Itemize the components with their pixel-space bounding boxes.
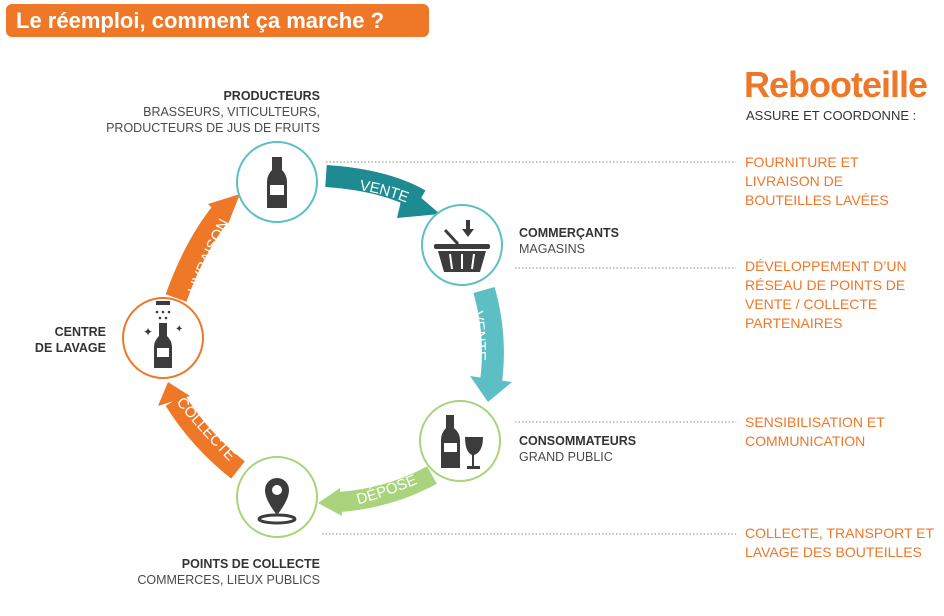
label-centre-lavage: CENTRE DE LAVAGE <box>20 324 106 356</box>
producteurs-title: PRODUCTEURS <box>223 89 320 103</box>
service-item: COLLECTE, TRANSPORT ET LAVAGE DES BOUTEI… <box>745 524 944 562</box>
consommateurs-subtitle: GRAND PUBLIC <box>519 450 613 464</box>
service-item: DÉVELOPPEMENT D’UN RÉSEAU DE POINTS DE V… <box>745 257 944 333</box>
arrow-vente-1: VENTE <box>325 165 440 218</box>
service-item: FOURNITURE ET LIVRAISON DE BOUTEILLES LA… <box>745 153 944 210</box>
producteurs-subtitle-2: PRODUCTEURS DE JUS DE FRUITS <box>106 121 320 135</box>
arrow-label-vente-2: VENTE <box>469 310 489 361</box>
basket-icon <box>434 220 490 272</box>
node-consommateurs <box>419 400 501 482</box>
bottle-glass-icon <box>441 415 483 469</box>
commercants-subtitle: MAGASINS <box>519 242 585 256</box>
points-collecte-title: POINTS DE COLLECTE <box>181 557 320 571</box>
map-pin-icon <box>257 478 297 525</box>
brand-tagline: ASSURE ET COORDONNE : <box>746 108 917 123</box>
washing-bottle-icon: ✦ ✦ <box>143 301 183 368</box>
label-consommateurs: CONSOMMATEURS GRAND PUBLIC <box>519 433 636 465</box>
arrow-vente-2: VENTE <box>469 286 512 402</box>
label-points-collecte: POINTS DE COLLECTE COMMERCES, LIEUX PUBL… <box>100 556 320 588</box>
arrow-livraison: LIVRAISON <box>165 194 240 302</box>
service-line: PARTENAIRES <box>745 315 843 331</box>
node-centre-lavage: ✦ ✦ <box>122 297 204 379</box>
svg-text:✦: ✦ <box>175 324 183 335</box>
centre-lavage-title-1: CENTRE <box>54 325 106 339</box>
service-line: LAVAGE DES BOUTEILLES <box>745 544 922 560</box>
service-line: DÉVELOPPEMENT D’UN <box>745 258 907 274</box>
service-line: BOUTEILLES LAVÉES <box>745 192 889 208</box>
service-item: SENSIBILISATION ET COMMUNICATION <box>745 413 944 451</box>
service-line: FOURNITURE ET <box>745 154 859 170</box>
service-line: LIVRAISON DE <box>745 173 844 189</box>
bottle-icon <box>267 157 287 208</box>
service-line: COLLECTE, TRANSPORT ET <box>745 525 935 541</box>
node-commercants <box>421 204 503 286</box>
label-commercants: COMMERÇANTS MAGASINS <box>519 225 619 257</box>
brand-logo: Rebooteille <box>744 64 928 105</box>
connector-lines <box>322 161 736 535</box>
node-points-collecte <box>236 456 318 538</box>
page-title: Le réemploi, comment ça marche ? <box>6 4 429 37</box>
service-line: COMMUNICATION <box>745 433 866 449</box>
consommateurs-title: CONSOMMATEURS <box>519 434 637 448</box>
svg-text:✦: ✦ <box>143 325 153 339</box>
producteurs-subtitle-1: BRASSEURS, VITICULTEURS, <box>143 105 320 119</box>
label-producteurs: PRODUCTEURS BRASSEURS, VITICULTEURS, PRO… <box>100 88 320 136</box>
commercants-title: COMMERÇANTS <box>519 226 619 240</box>
centre-lavage-title-2: DE LAVAGE <box>34 341 106 355</box>
service-line: SENSIBILISATION ET <box>745 414 885 430</box>
node-producteurs <box>236 141 318 223</box>
service-line: RÉSEAU DE POINTS DE <box>745 277 906 293</box>
arrow-depose: DÉPOSE <box>318 466 437 516</box>
service-line: VENTE / COLLECTE <box>745 296 878 312</box>
arrow-collecte: COLLECTE <box>158 382 245 479</box>
points-collecte-subtitle: COMMERCES, LIEUX PUBLICS <box>137 573 320 587</box>
